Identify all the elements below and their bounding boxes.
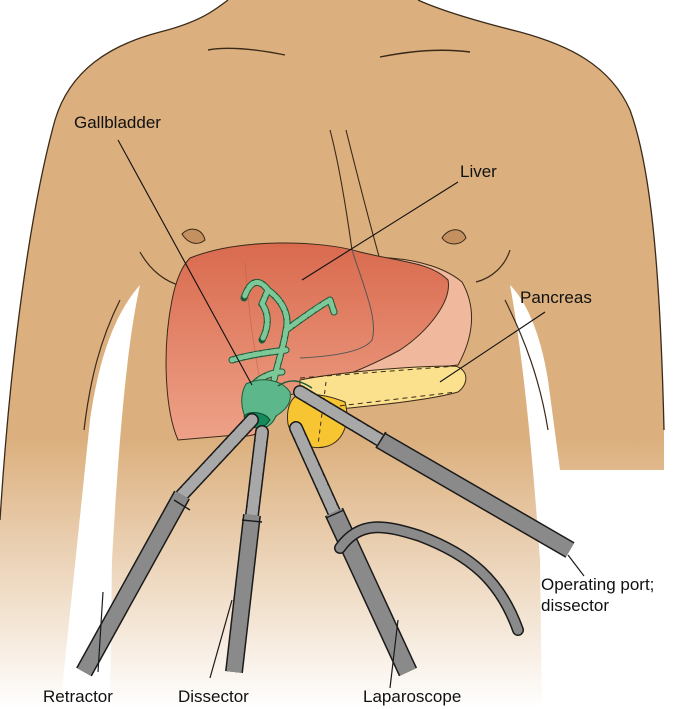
label-operating-port: Operating port; dissector [541,574,654,616]
label-operating-port-line1: Operating port; [541,574,654,595]
label-liver: Liver [460,161,497,182]
label-laparoscope: Laparoscope [363,686,461,707]
label-retractor: Retractor [43,686,113,707]
label-pancreas: Pancreas [520,287,592,308]
label-operating-port-line2: dissector [541,595,654,616]
label-dissector: Dissector [178,686,249,707]
label-gallbladder: Gallbladder [74,112,161,133]
